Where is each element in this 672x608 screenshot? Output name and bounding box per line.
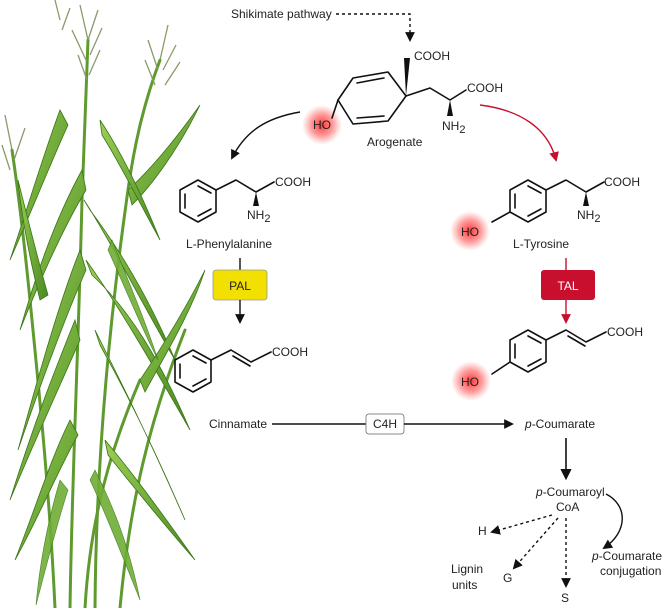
cinnamate-name: Cinnamate [209,417,267,431]
p-coumaroyl-rest: -Coumaroyl [543,485,605,499]
p-prefix: p [535,485,543,499]
tal-enzyme-box: TAL [541,270,595,300]
tyrosine-nh2: NH2 [577,208,600,225]
arogenate-cooh-top: COOH [414,49,450,63]
lignin-label-line2: units [452,578,477,592]
conjugation-rest: -Coumarate [599,549,663,563]
c4h-label: C4H [373,417,397,431]
cinnamate-structure: COOH Cinnamate [174,345,308,431]
arrow-to-phenylalanine [231,111,301,160]
p-coumarate-structure: COOH HO p-Coumarate [451,325,643,431]
p-coumarate-name-rest: -Coumarate [532,417,596,431]
arogenate-name: Arogenate [367,135,423,149]
phenylalanine-cooh: COOH [275,175,311,189]
arogenate-cooh-side: COOH [467,81,503,95]
pal-label: PAL [229,279,251,293]
p-coumarate-cooh: COOH [607,325,643,339]
p-prefix: p [524,417,532,431]
p-coumarate-name: p-Coumarate [524,417,595,431]
p-prefix: p [591,549,599,563]
arogenate-nh2: NH2 [442,119,465,136]
arrow-to-tyrosine [479,104,559,162]
arogenate-ho: HO [313,118,331,132]
tyrosine-ho: HO [461,225,479,239]
phenylalanine-nh2: NH2 [247,208,270,225]
lignin-g-label: G [503,571,512,585]
p-coumaroyl-label-line1: p-Coumaroyl [535,485,605,499]
p-coumarate-ho: HO [461,375,479,389]
lignin-h-label: H [478,524,487,538]
conjugation-label-line2: conjugation [600,564,661,578]
c4h-enzyme-box: C4H [365,413,405,435]
phenylalanine-name: L-Phenylalanine [186,237,272,251]
phenylalanine-structure: COOH NH2 L-Phenylalanine [179,175,311,251]
cinnamate-cooh: COOH [272,345,308,359]
tyrosine-name: L-Tyrosine [513,237,569,251]
phenylalanine-name-rest: -Phenylalanine [193,237,273,251]
arogenate-structure: COOH COOH NH2 HO Arogenate [302,49,503,149]
p-coumaroyl-label-line2: CoA [556,500,579,514]
conjugation-label-line1: p-Coumarate [591,549,662,563]
pal-enzyme-box: PAL [212,269,268,301]
nh2-subscript: 2 [459,124,465,136]
grass-plant-illustration [1,0,206,608]
tyrosine-name-rest: -Tyrosine [520,237,570,251]
arrow-to-conjugation [602,493,623,550]
hydroxyl-highlight-glow [451,361,491,401]
l-prefix: L [186,237,193,251]
dashed-arrow-to-g [512,517,559,570]
dashed-arrow-to-h [490,514,553,535]
tal-label: TAL [557,279,578,293]
lignin-label-line1: Lignin [451,562,483,576]
shikimate-pathway-label: Shikimate pathway [231,7,332,21]
hydroxyl-highlight-glow [302,105,342,145]
shikimate-dashed-arrow [336,13,415,42]
l-prefix: L [513,237,520,251]
hydroxyl-highlight-glow [450,211,490,251]
nh2-subscript: 2 [594,213,600,225]
lignin-s-label: S [561,591,569,605]
tyrosine-cooh: COOH [604,175,640,189]
tyrosine-structure: COOH NH2 HO L-Tyrosine [450,175,640,251]
nh2-subscript: 2 [264,213,270,225]
